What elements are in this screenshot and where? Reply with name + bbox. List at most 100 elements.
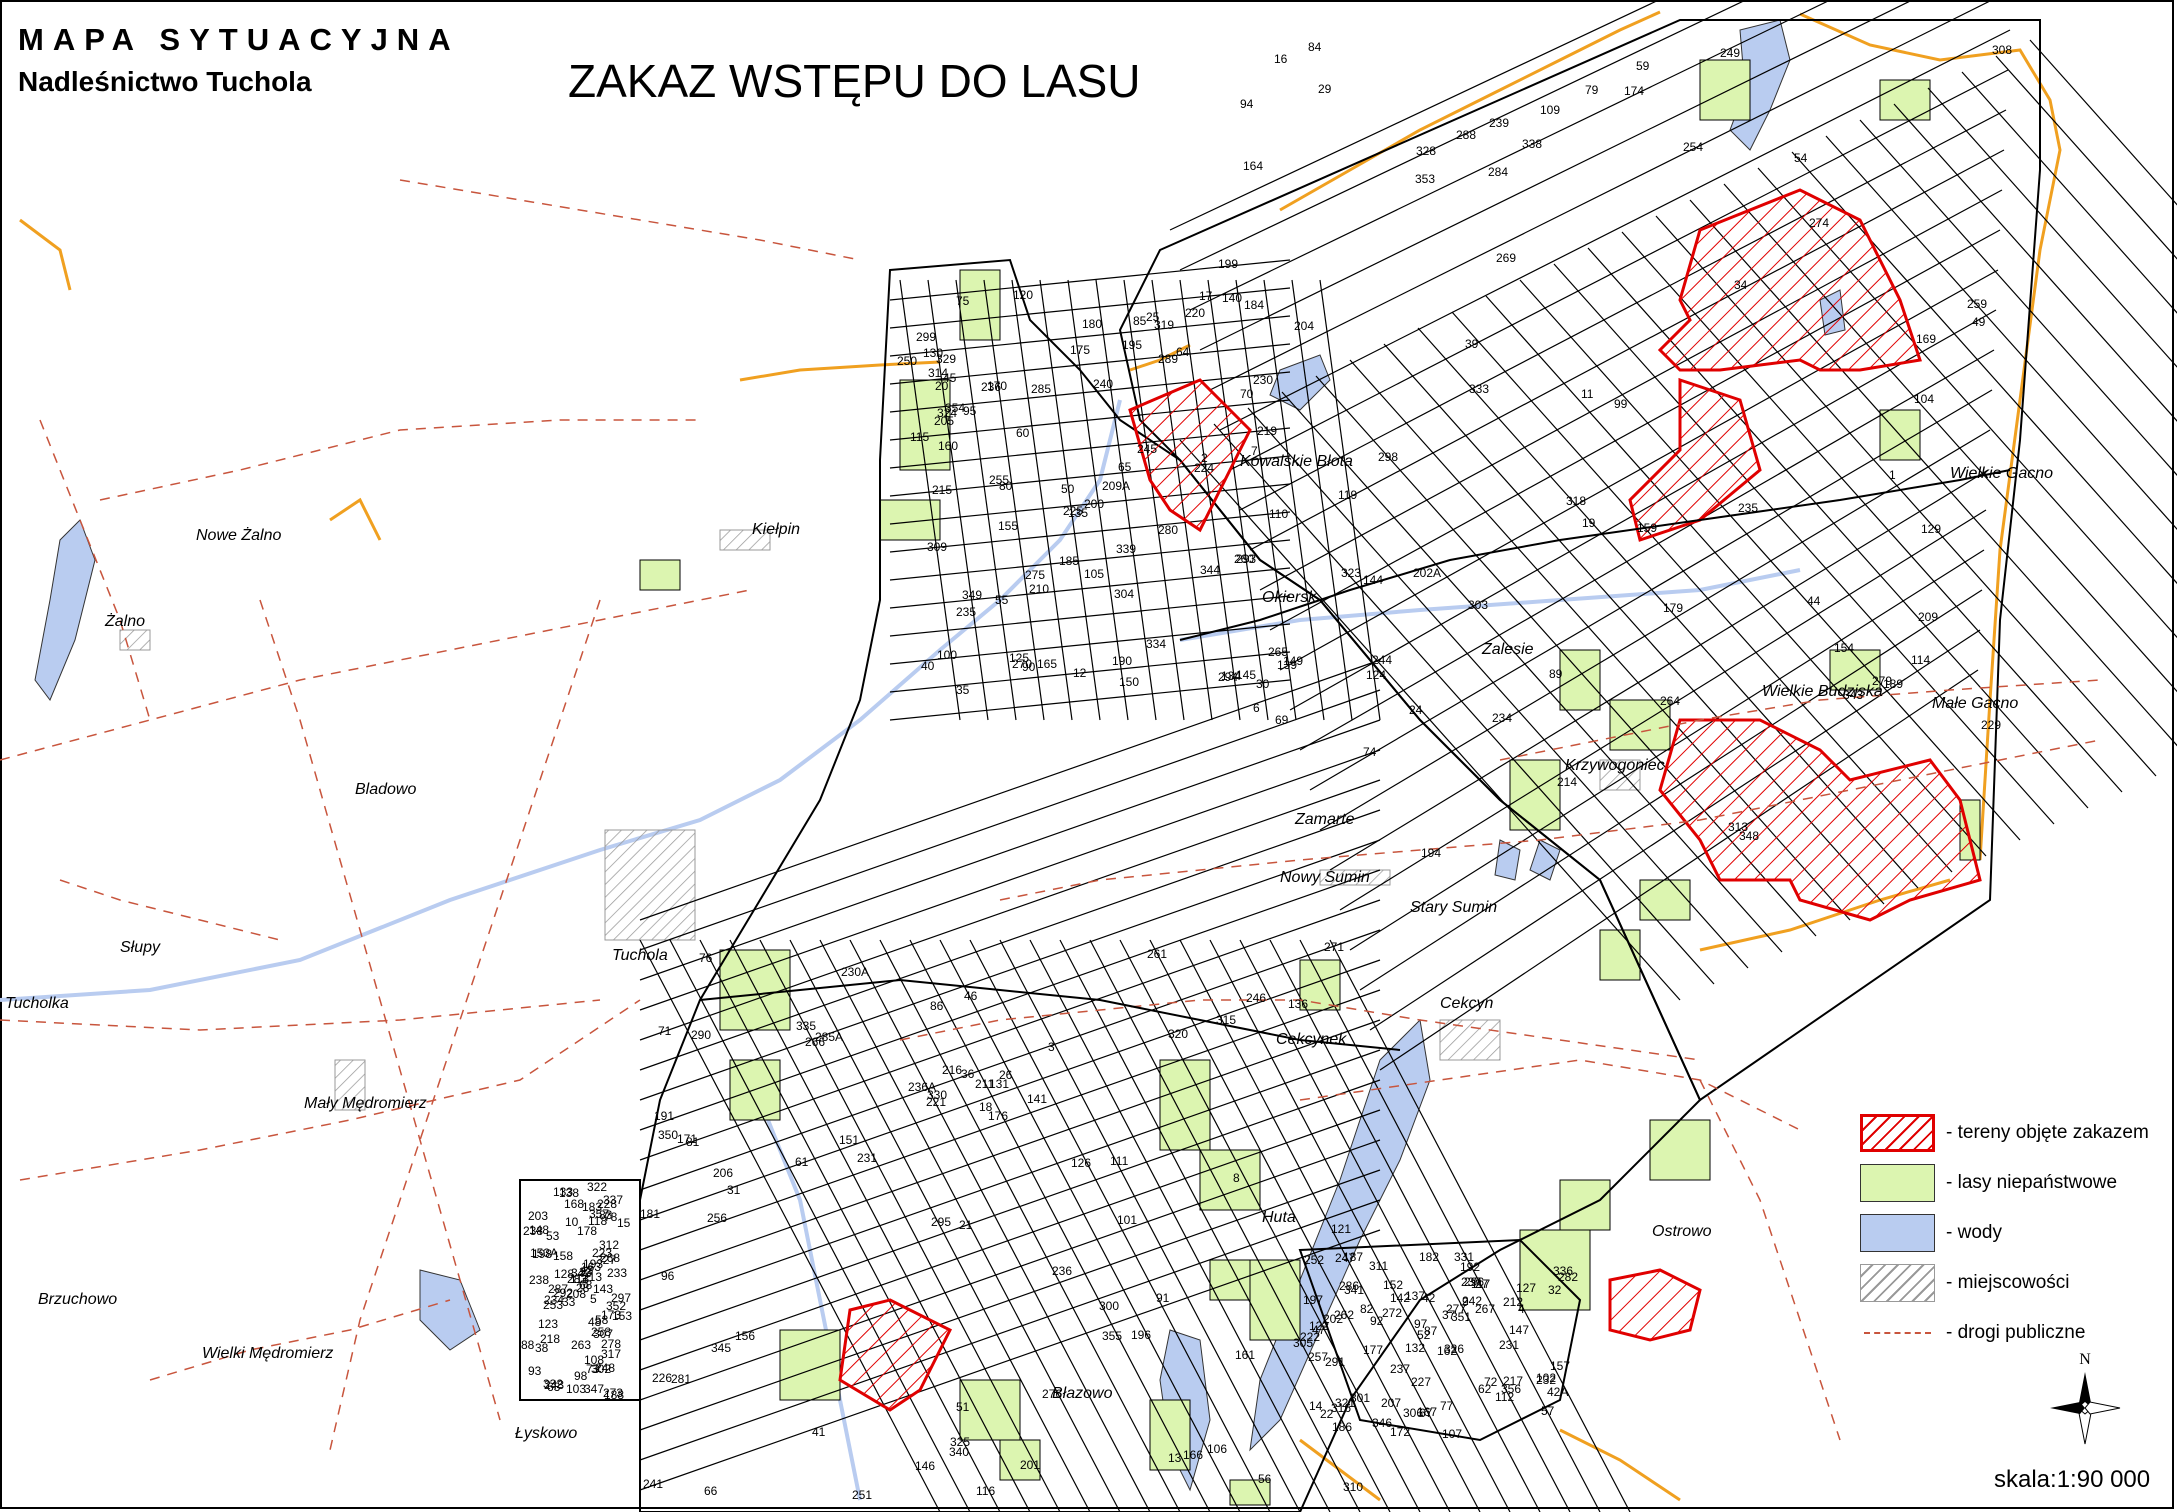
compartment-number: 105: [1084, 567, 1104, 581]
compartment-number: 30: [1256, 677, 1270, 691]
compartment-number: 278: [601, 1337, 621, 1351]
compartment-number: 198: [532, 1247, 552, 1261]
ban-zone-swatch: [1860, 1114, 1935, 1152]
compartment-number: 4: [1518, 1302, 1525, 1316]
compartment-number: 263: [571, 1338, 591, 1352]
compartment-number: 340: [949, 1445, 969, 1459]
compartment-number: 106: [1207, 1442, 1227, 1456]
compartment-number: 32: [1548, 1283, 1562, 1297]
place-names: Nowe Żalno Żalno Kiełpin Bladowo Słupy T…: [5, 453, 2053, 1442]
compartment-number: 230: [1253, 373, 1273, 387]
compartment-number: 277: [1446, 1302, 1466, 1316]
compartment-number: 300: [1099, 1299, 1119, 1313]
compartment-number: 174: [1624, 84, 1644, 98]
compartment-number: 163: [581, 1260, 601, 1274]
compartment-number: 193: [583, 1257, 603, 1271]
compartment-number: 348: [1739, 829, 1759, 843]
compartment-number: 184: [1244, 298, 1264, 312]
compartment-number: 232: [1536, 1373, 1556, 1387]
compartment-number: 269: [1496, 251, 1516, 265]
compartment-number: 89: [1549, 667, 1563, 681]
place-label: Zamarte: [1294, 811, 1355, 828]
compartment-number: 28: [576, 1281, 590, 1295]
compartment-number: 104: [1914, 392, 1934, 406]
compartment-number: 108: [584, 1353, 604, 1367]
compartment-number: 170: [987, 379, 1007, 393]
place-label: Zalesie: [1481, 641, 1534, 658]
compartment-number: 259: [1967, 297, 1987, 311]
map-title: MAPA SYTUACYJNA: [18, 22, 460, 57]
compartment-number: 295: [931, 1215, 951, 1229]
compartment-number: 164: [1243, 159, 1263, 173]
compartment-number: 226: [652, 1371, 672, 1385]
lake-west: [419, 1269, 481, 1351]
legend-label: - wody: [1946, 1222, 2002, 1243]
compartment-number: 321: [1335, 1396, 1355, 1410]
place-label: Tuchola: [612, 947, 668, 964]
legend-label: - lasy niepaństwowe: [1946, 1172, 2118, 1193]
compartment-number: 178: [577, 1224, 597, 1238]
compartment-number: 12: [1073, 666, 1087, 680]
compartment-number: 114: [1911, 653, 1930, 667]
compartment-number: 124: [1366, 668, 1386, 682]
compartment-number: 142: [1390, 1291, 1410, 1305]
town-cekcyn: [1439, 1019, 1501, 1061]
compartment-number: 285: [1031, 382, 1051, 396]
compartment-number: 227: [1411, 1375, 1431, 1389]
compartment-number: 238: [523, 1224, 543, 1238]
compartment-number: 123: [538, 1317, 558, 1331]
private-forest-swatch: [1860, 1164, 1935, 1202]
private-forests: [639, 59, 1981, 1506]
compartment-number: 161: [1235, 1348, 1255, 1362]
compartment-number: 218: [540, 1332, 560, 1346]
compartment-number: 215: [932, 483, 952, 497]
compartment-number: 270: [1012, 657, 1032, 671]
compartment-number: 126: [1071, 1156, 1091, 1170]
compartment-number: 338: [1522, 137, 1542, 151]
compartment-number: 336: [1553, 1264, 1573, 1278]
compartment-number: 235: [1738, 501, 1758, 515]
lake-cekcyn: [1249, 1018, 1431, 1452]
place-label: Słupy: [120, 939, 161, 956]
legend-label: - miejscowości: [1946, 1272, 2070, 1293]
compartment-number: 72: [1484, 1375, 1498, 1389]
compartment-number: 217: [1503, 1374, 1523, 1388]
compartment-number: 223: [592, 1246, 612, 1260]
compartment-number: 159: [1637, 521, 1657, 535]
compartment-number: 94: [1240, 97, 1254, 111]
compartment-number: 132: [1405, 1341, 1425, 1355]
compartment-number: 177: [1363, 1343, 1383, 1357]
compartment-number: 351: [1451, 1310, 1471, 1324]
compartment-number: 332: [543, 1377, 563, 1391]
compartment-number: 96: [661, 1269, 675, 1283]
compartment-number: 285A: [815, 1030, 843, 1044]
main-roads: [699, 469, 2011, 1051]
compartment-number: 233: [607, 1266, 627, 1280]
compartment-number: 11: [1581, 387, 1594, 401]
compartment-number: 208: [566, 1287, 586, 1301]
compartment-number: 196: [1131, 1328, 1151, 1342]
compartment-number: 162: [1437, 1344, 1457, 1358]
compartment-number: 70: [1240, 387, 1254, 401]
compartment-number: 172: [1390, 1425, 1410, 1439]
compartment-number: 309: [927, 540, 947, 554]
compartment-number: 299: [916, 330, 936, 344]
compartment-number: 221: [926, 1095, 946, 1109]
compartment-number: 33: [562, 1295, 576, 1309]
compartment-number: 326: [1444, 1342, 1464, 1356]
compartment-number: 254: [1683, 140, 1703, 154]
compartment-number: 87: [1424, 1324, 1438, 1338]
town-zalno: [119, 629, 151, 651]
place-label: Wielkie Budziska: [1762, 683, 1883, 700]
compartment-number: 266: [805, 1035, 825, 1049]
compartment-number: 329: [936, 352, 956, 366]
compartment-number: 205: [934, 414, 954, 428]
compartment-number: 347: [584, 1382, 604, 1396]
compartment-number: 58: [595, 1313, 609, 1327]
compartment-number: 307: [593, 1327, 613, 1341]
town-krzywogoniec: [1599, 759, 1641, 791]
compartment-numbers: 1920212223242526272829303132333435363738…: [521, 40, 2012, 1502]
compartment-number: 327: [596, 1253, 616, 1267]
ban-zone-north: [1657, 188, 1922, 372]
